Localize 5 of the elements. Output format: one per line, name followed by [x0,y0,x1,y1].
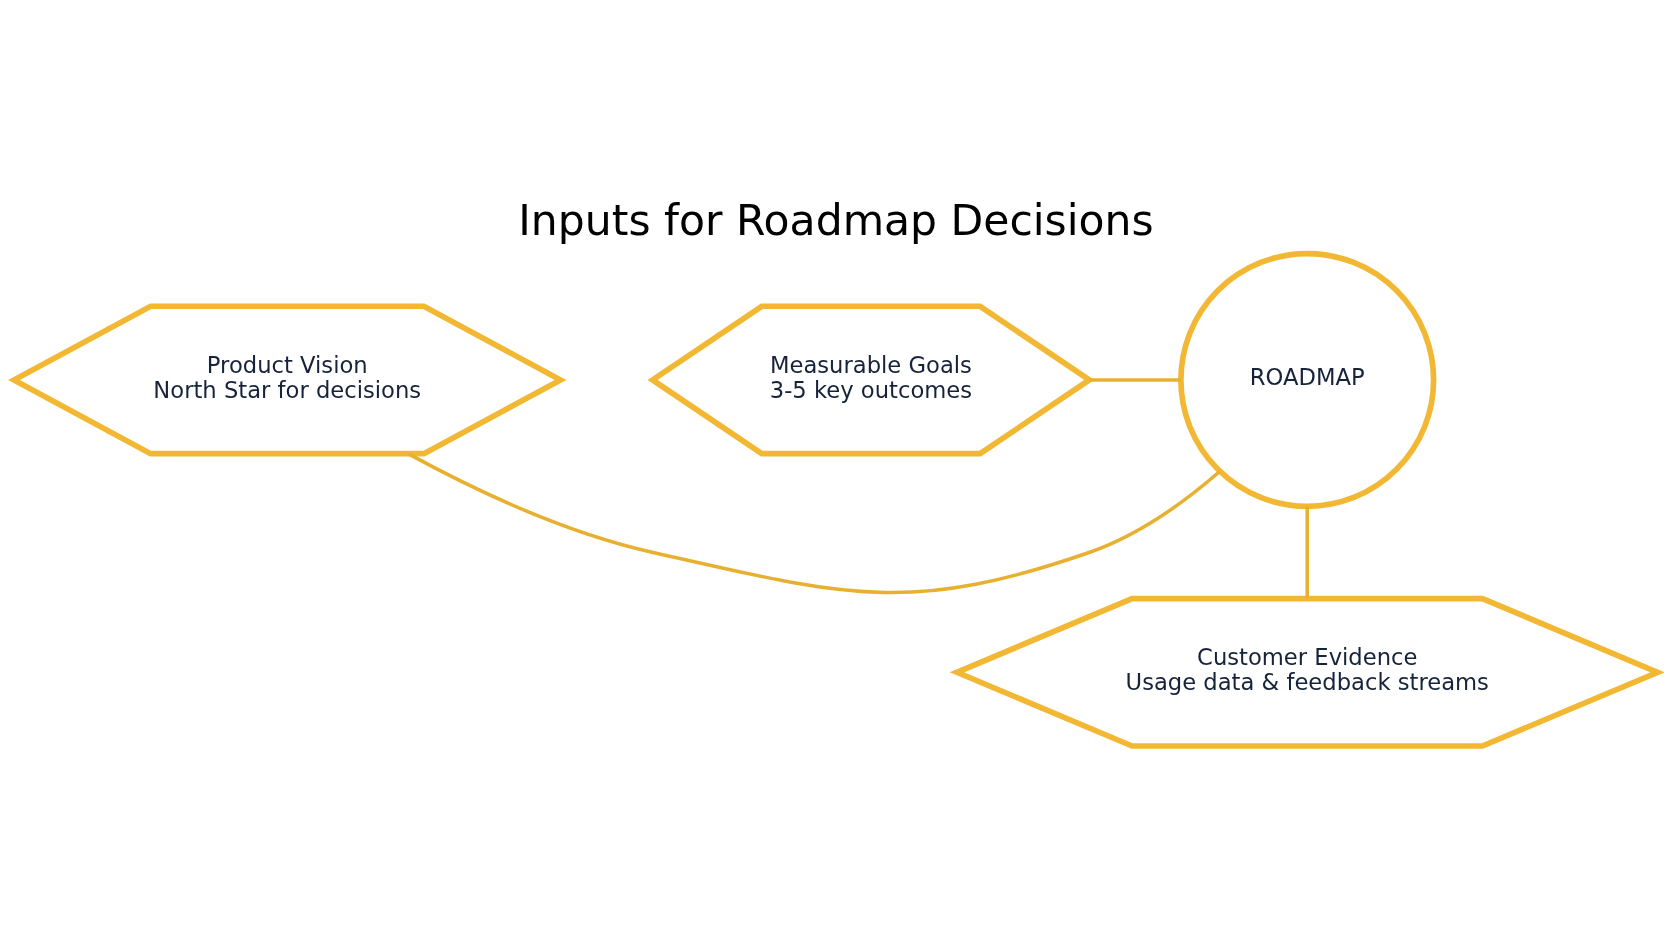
connector [1089,377,1181,382]
connector [1305,505,1309,599]
connector [407,451,1222,594]
diagram-title: Inputs for Roadmap Decisions [518,195,1154,245]
node-circle: ROADMAP [1178,250,1437,509]
